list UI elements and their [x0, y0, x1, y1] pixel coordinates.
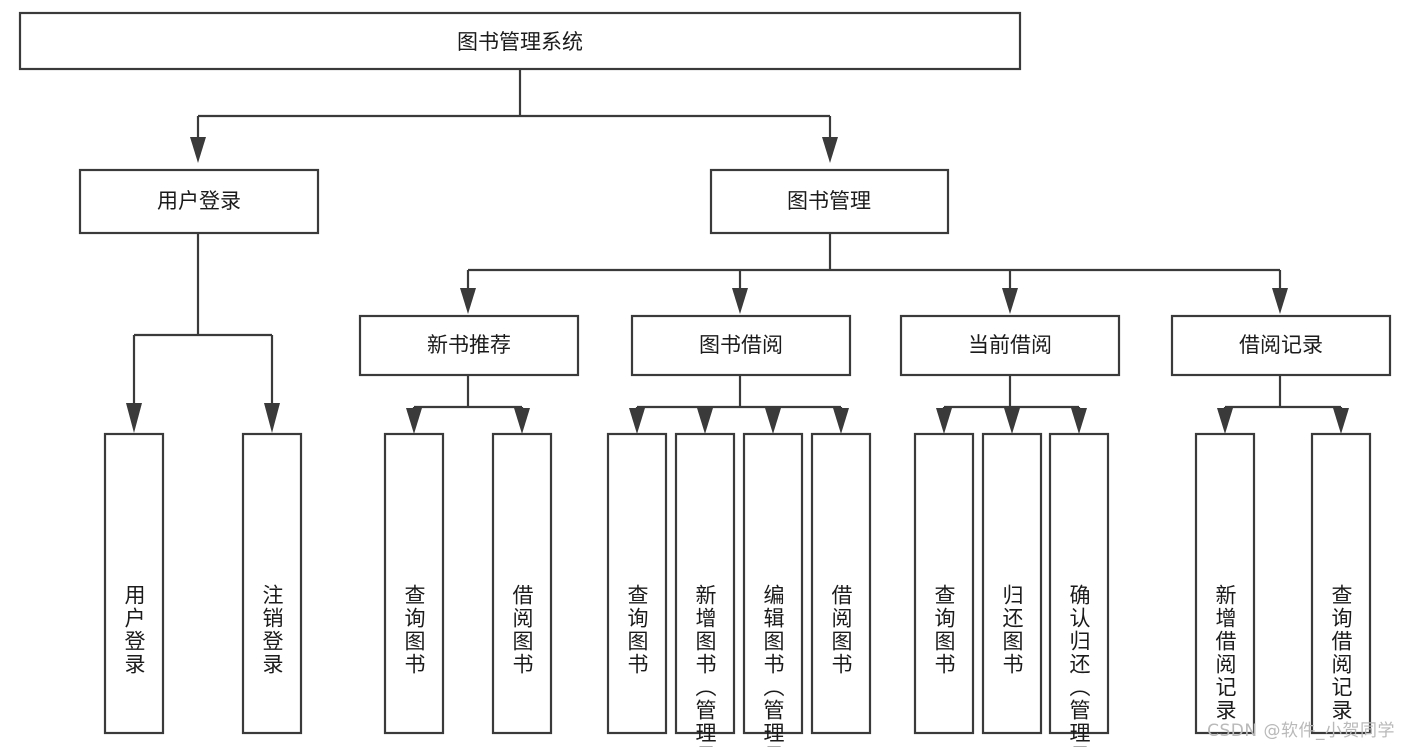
node-leaf-query-book-2-label: 查询图书 [625, 584, 649, 676]
node-leaf-borrow-book-1[interactable]: 借阅图书 [491, 432, 553, 735]
node-leaf-add-book-label: 新增图书（管理员） [693, 584, 717, 747]
arrow-head-leaf-add-record [1217, 408, 1233, 434]
node-book-management-label: 图书管理 [787, 189, 871, 213]
node-book-management-box[interactable] [709, 168, 950, 235]
node-leaf-return-book-label: 归还图书 [1000, 584, 1024, 676]
node-current-borrow[interactable]: 当前借阅 [899, 314, 1121, 377]
node-leaf-add-record-label: 新增借阅记录 [1213, 584, 1237, 722]
arrow-head-leaf-return-book [1004, 408, 1020, 434]
node-leaf-edit-book[interactable]: 编辑图书（管理员） [742, 432, 804, 747]
node-leaf-return-book[interactable]: 归还图书 [981, 432, 1043, 735]
node-user-login[interactable]: 用户登录 [78, 168, 320, 235]
arrow-head-current-borrow [1002, 288, 1018, 314]
arrow-head-leaf-user-login [126, 403, 142, 433]
node-new-book-recommend-box[interactable] [358, 314, 580, 377]
arrow-head-leaf-add-book [697, 408, 713, 434]
node-leaf-query-book-1[interactable]: 查询图书 [383, 432, 445, 735]
node-leaf-add-book[interactable]: 新增图书（管理员） [674, 432, 736, 747]
node-leaf-add-book-box[interactable] [674, 432, 736, 735]
arrow-head-book-management [822, 137, 838, 163]
node-leaf-query-book-3-box[interactable] [913, 432, 975, 735]
node-user-login-box[interactable] [78, 168, 320, 235]
arrow-head-book-borrow [732, 288, 748, 314]
arrow-head-leaf-borrow-book-1 [514, 408, 530, 434]
node-leaf-add-record[interactable]: 新增借阅记录 [1194, 432, 1256, 735]
node-leaf-user-login-label: 用户登录 [122, 584, 146, 676]
node-leaf-query-record-label: 查询借阅记录 [1329, 584, 1353, 722]
arrow-head-leaf-query-record [1333, 408, 1349, 434]
node-borrow-record-label: 借阅记录 [1239, 333, 1323, 357]
node-book-borrow-label: 图书借阅 [699, 333, 783, 357]
node-leaf-borrow-book-2[interactable]: 借阅图书 [810, 432, 872, 735]
node-current-borrow-label: 当前借阅 [968, 333, 1052, 357]
node-leaf-borrow-book-2-box[interactable] [810, 432, 872, 735]
arrow-head-leaf-logout-login [264, 403, 280, 433]
node-user-login-label: 用户登录 [157, 189, 241, 213]
node-borrow-record-box[interactable] [1170, 314, 1392, 377]
arrow-head-leaf-query-book-2 [629, 408, 645, 434]
node-leaf-query-book-2-box[interactable] [606, 432, 668, 735]
arrow-head-leaf-query-book-1 [406, 408, 422, 434]
arrow-head-leaf-edit-book [765, 408, 781, 434]
node-borrow-record[interactable]: 借阅记录 [1170, 314, 1392, 377]
node-leaf-logout-login-box[interactable] [241, 432, 303, 735]
node-leaf-query-book-2[interactable]: 查询图书 [606, 432, 668, 735]
node-root[interactable]: 图书管理系统 [18, 11, 1022, 71]
node-leaf-user-login-box[interactable] [103, 432, 165, 735]
node-leaf-add-record-box[interactable] [1194, 432, 1256, 735]
arrow-head-borrow-record [1272, 288, 1288, 314]
node-leaf-query-record[interactable]: 查询借阅记录 [1310, 432, 1372, 735]
node-leaf-confirm-return-label: 确认归还（管理员） [1067, 584, 1091, 747]
node-root-box[interactable] [18, 11, 1022, 71]
node-root-label: 图书管理系统 [457, 30, 583, 54]
arrow-head-new-book-recommend [460, 288, 476, 314]
node-book-borrow[interactable]: 图书借阅 [630, 314, 852, 377]
node-leaf-borrow-book-1-label: 借阅图书 [510, 584, 534, 676]
arrow-head-leaf-query-book-3 [936, 408, 952, 434]
node-leaf-borrow-book-1-box[interactable] [491, 432, 553, 735]
node-leaf-query-book-3[interactable]: 查询图书 [913, 432, 975, 735]
node-leaf-return-book-box[interactable] [981, 432, 1043, 735]
node-book-borrow-box[interactable] [630, 314, 852, 377]
node-new-book-recommend[interactable]: 新书推荐 [358, 314, 580, 377]
node-leaf-query-book-1-box[interactable] [383, 432, 445, 735]
node-leaf-query-record-box[interactable] [1310, 432, 1372, 735]
node-leaf-edit-book-box[interactable] [742, 432, 804, 735]
node-leaf-query-book-1-label: 查询图书 [402, 584, 426, 676]
node-leaf-logout-login-label: 注销登录 [260, 584, 284, 676]
node-leaf-query-book-3-label: 查询图书 [932, 584, 956, 676]
node-leaf-borrow-book-2-label: 借阅图书 [829, 584, 853, 676]
arrow-head-user-login [190, 137, 206, 163]
arrow-head-leaf-confirm-return [1071, 408, 1087, 434]
node-leaf-confirm-return[interactable]: 确认归还（管理员） [1048, 432, 1110, 747]
node-leaf-confirm-return-box[interactable] [1048, 432, 1110, 735]
node-current-borrow-box[interactable] [899, 314, 1121, 377]
connector-layer [126, 69, 1349, 434]
node-leaf-logout-login[interactable]: 注销登录 [241, 432, 303, 735]
node-book-management[interactable]: 图书管理 [709, 168, 950, 235]
arrow-head-leaf-borrow-book-2 [833, 408, 849, 434]
node-new-book-recommend-label: 新书推荐 [427, 333, 511, 357]
node-leaf-edit-book-label: 编辑图书（管理员） [761, 584, 785, 747]
node-leaf-user-login[interactable]: 用户登录 [103, 432, 165, 735]
